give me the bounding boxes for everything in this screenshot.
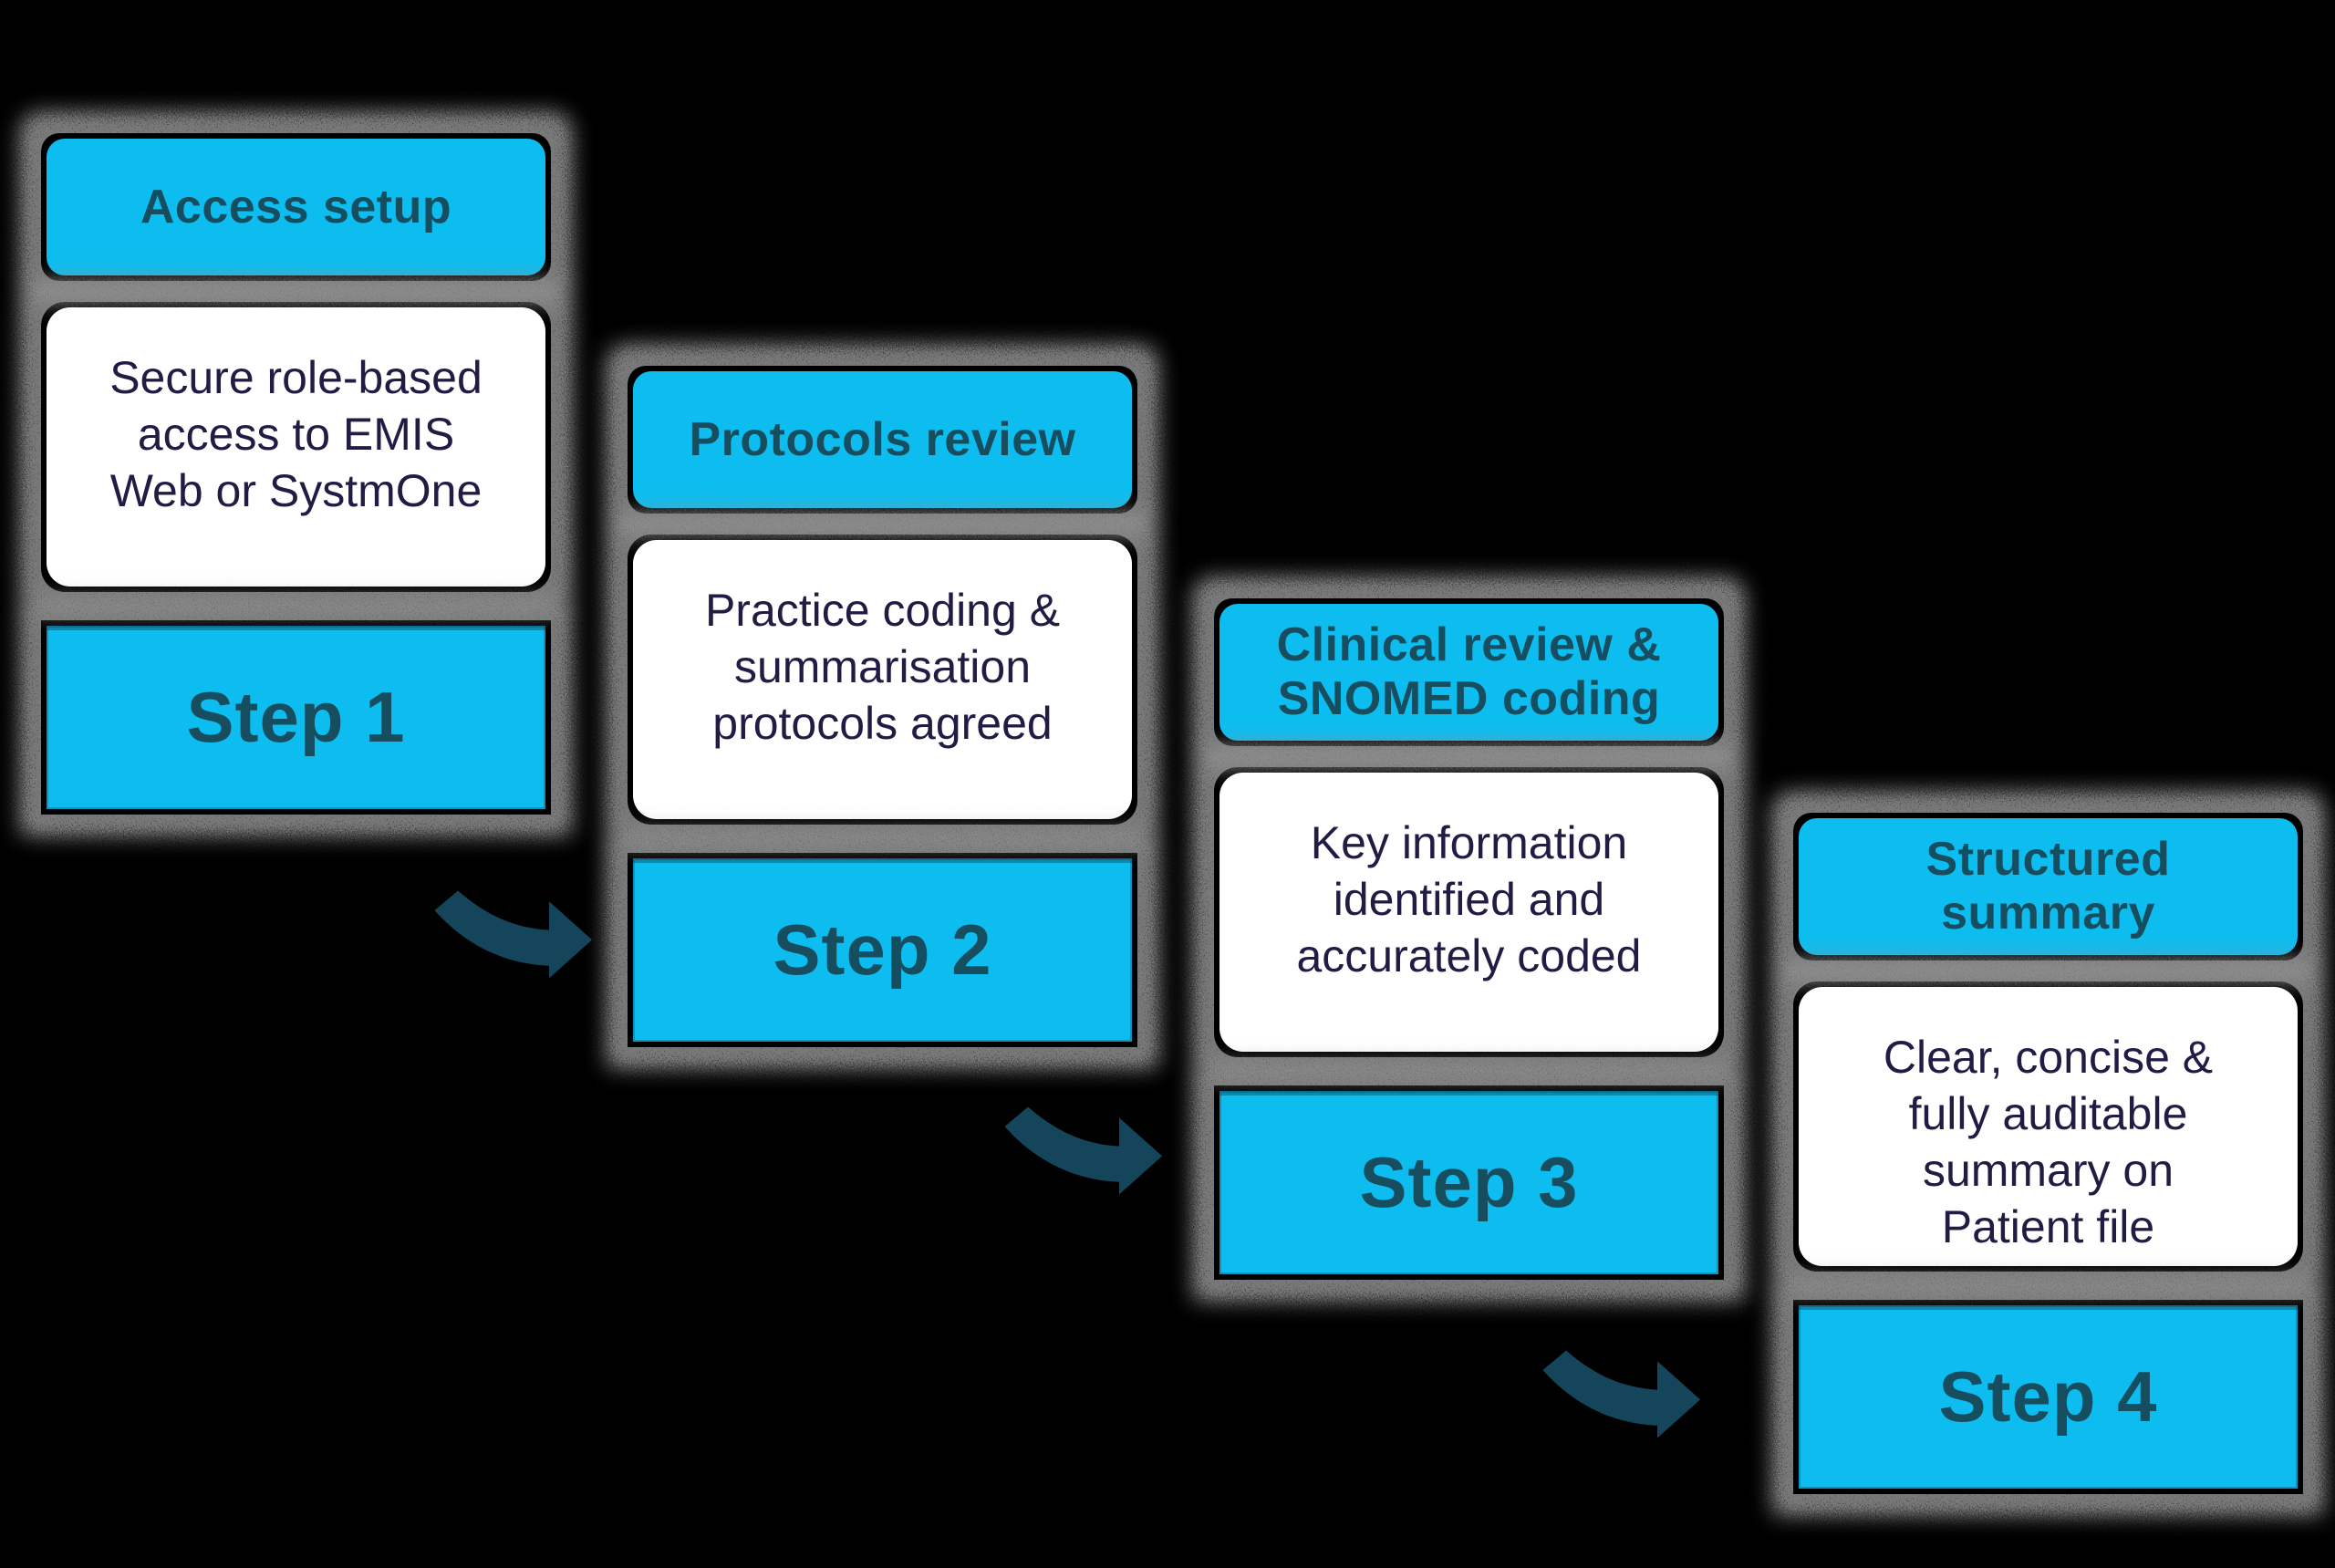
- step-description: Key information identified and accuratel…: [1296, 817, 1642, 981]
- step-number-band: Step 1: [47, 626, 545, 809]
- step-description-card: Secure role-based access to EMIS Web or …: [47, 307, 545, 587]
- curved-arrow-icon: [1004, 1106, 1163, 1195]
- step-title-box: Protocols review: [633, 371, 1132, 508]
- step-number-band: Step 2: [633, 858, 1132, 1042]
- step-title: Access setup: [140, 180, 452, 234]
- step-number-band: Step 4: [1799, 1305, 2298, 1489]
- step-group-4: Structured summary Clear, concise & full…: [1799, 818, 2298, 1489]
- step-group-1: Access setup Secure role-based access to…: [47, 139, 545, 809]
- step-group-2: Protocols review Practice coding & summa…: [633, 371, 1132, 1042]
- curved-arrow-icon: [1542, 1350, 1701, 1438]
- step-number-label: Step 3: [1359, 1142, 1579, 1222]
- step-title-box: Clinical review & SNOMED coding: [1219, 604, 1718, 741]
- step-description: Clear, concise & fully auditable summary…: [1883, 1032, 2214, 1252]
- step-number-label: Step 4: [1938, 1356, 2158, 1437]
- step-number-band: Step 3: [1219, 1091, 1718, 1274]
- step-title-box: Structured summary: [1799, 818, 2298, 955]
- curved-arrow-icon: [434, 890, 593, 979]
- step-description-card: Key information identified and accuratel…: [1219, 773, 1718, 1052]
- step-title-box: Access setup: [47, 139, 545, 275]
- step-title: Structured summary: [1925, 833, 2171, 940]
- step-description-card: Practice coding & summarisation protocol…: [633, 540, 1132, 819]
- step-description: Secure role-based access to EMIS Web or …: [109, 352, 483, 516]
- step-group-3: Clinical review & SNOMED coding Key info…: [1219, 604, 1718, 1274]
- step-title: Clinical review & SNOMED coding: [1276, 618, 1662, 725]
- step-number-label: Step 1: [186, 677, 406, 757]
- step-description-card: Clear, concise & fully auditable summary…: [1799, 987, 2298, 1266]
- step-number-label: Step 2: [773, 909, 992, 990]
- step-title: Protocols review: [689, 412, 1076, 466]
- step-description: Practice coding & summarisation protocol…: [704, 585, 1061, 749]
